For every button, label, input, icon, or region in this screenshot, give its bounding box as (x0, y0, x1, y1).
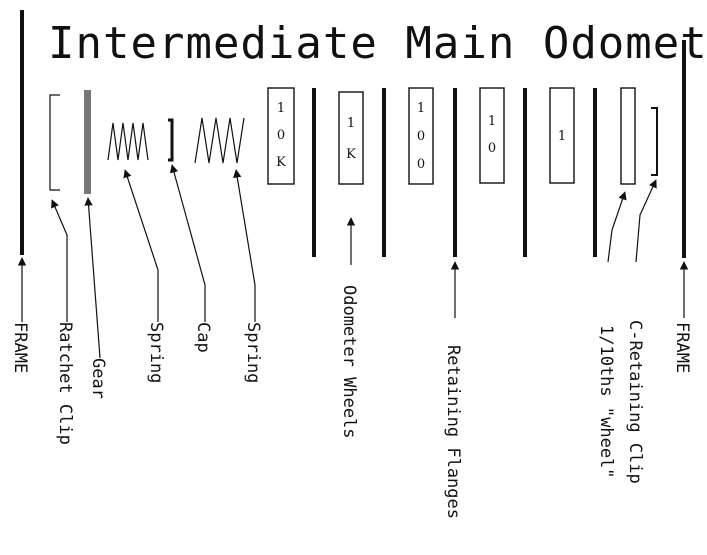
svg-text:0: 0 (488, 141, 496, 156)
leader-lines (17, 164, 689, 359)
odometer-wheel-10: 1 0 (479, 87, 505, 184)
label-frame-left: FRAME (10, 322, 30, 373)
wheel-10k-top: 1 (277, 101, 285, 116)
svg-text:0: 0 (417, 129, 425, 144)
svg-text:1: 1 (558, 129, 566, 144)
label-frame-right: FRAME (672, 322, 692, 373)
cap-shape (168, 118, 174, 162)
svg-text:K: K (346, 147, 356, 162)
spring-1-shape (107, 122, 149, 161)
wheel-10k-bot: K (276, 155, 286, 170)
label-odometer-wheels: Odometer Wheels (339, 285, 359, 439)
label-spring-2: Spring (243, 322, 263, 383)
label-cap: Cap (193, 322, 213, 353)
label-retaining-flanges: Retaining Flanges (443, 345, 463, 519)
odometer-wheel-1: 1 (549, 87, 575, 184)
label-spring-1: Spring (146, 322, 166, 383)
diagram-title: Intermediate Main Odometer (48, 18, 707, 69)
odometer-wheel-1k: 1 K (338, 91, 364, 185)
label-c-retaining-clip: C-Retaining Clip (625, 320, 645, 484)
label-gear: Gear (88, 358, 108, 399)
spring-2-shape (194, 117, 245, 164)
c-retaining-clip-shape (651, 107, 658, 176)
svg-text:1: 1 (488, 114, 496, 129)
label-ratchet-clip: Ratchet Clip (55, 322, 75, 445)
tenths-wheel-shape (620, 87, 636, 185)
svg-text:0: 0 (417, 157, 425, 172)
ratchet-clip-shape (49, 94, 60, 191)
label-tenths-wheel: 1/10ths "wheel" (596, 325, 616, 479)
svg-text:1: 1 (417, 101, 425, 116)
gear-shape (84, 90, 91, 194)
wheel-10k-mid: 0 (277, 128, 285, 143)
odometer-wheel-10k: 1 0 K (267, 87, 295, 185)
svg-text:1: 1 (347, 116, 355, 131)
odometer-wheel-100: 1 0 0 (408, 87, 434, 185)
